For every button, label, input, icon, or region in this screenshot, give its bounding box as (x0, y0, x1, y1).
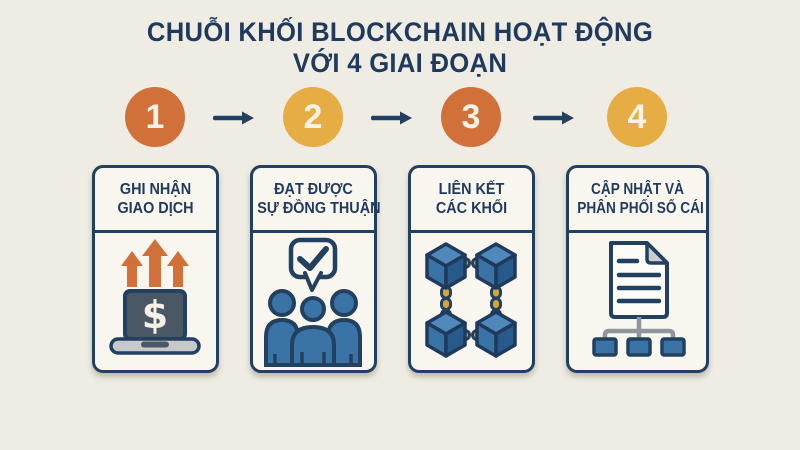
step-card-2: ĐẠT ĐƯỢC SỰ ĐỒNG THUẬN (249, 165, 381, 373)
cube-icon (425, 241, 467, 290)
card-4-title-line-1: CẬP NHẬT VÀ (590, 180, 684, 198)
card-3-icon-area (411, 233, 532, 370)
laptop-dollar-arrows-icon: $ (109, 238, 201, 355)
step-circle-4: 4 (607, 87, 667, 147)
up-arrows-icon (121, 238, 189, 287)
card-4-icon-area (569, 233, 706, 370)
document-icon (609, 240, 669, 319)
title-line-1: CHUỖI KHỐI BLOCKCHAIN HOẠT ĐỘNG (146, 17, 654, 47)
card-4-title-line-2: PHÂN PHỐI SỐ CÁI (576, 200, 704, 217)
distribution-tree-icon (592, 316, 686, 357)
dollar-sign: $ (142, 293, 168, 337)
steps-flow-row: 1 2 3 4 (92, 85, 709, 149)
ledger-distribution-icon (592, 240, 686, 357)
card-1-title-line-2: GIAO DỊCH (116, 200, 194, 217)
card-2-icon-area (253, 233, 374, 370)
step-circle-2: 2 (283, 87, 343, 147)
linked-blocks-icon (425, 241, 517, 358)
card-1-icon-area: $ (95, 233, 216, 370)
cube-icon (475, 309, 517, 358)
card-1-title-line-1: GHI NHẬN (119, 180, 191, 198)
people-icon (264, 288, 362, 367)
cube-icon (425, 309, 467, 358)
step-3-column: 3 (408, 85, 535, 149)
card-2-title: ĐẠT ĐƯỢC SỰ ĐỒNG THUẬN (252, 168, 381, 233)
flow-arrow-icon (370, 111, 412, 125)
card-1-title: GHI NHẬN GIAO DỊCH (94, 168, 216, 233)
card-3-title-line-1: LIÊN KẾT (438, 180, 504, 198)
flow-arrow-icon (532, 111, 574, 125)
step-card-4: CẬP NHẬT VÀ PHÂN PHỐI SỐ CÁI (565, 165, 709, 373)
step-1-column: 1 (92, 85, 219, 149)
card-3-title: LIÊN KẾT CÁC KHỐI (410, 168, 532, 233)
cube-icon (475, 241, 517, 290)
title-line-2: VỚI 4 GIAI ĐOẠN (292, 48, 508, 78)
step-card-1: GHI NHẬN GIAO DỊCH $ (91, 165, 219, 373)
step-card-3: LIÊN KẾT CÁC KHỐI (407, 165, 535, 373)
page-title: CHUỖI KHỐI BLOCKCHAIN HOẠT ĐỘNG VỚI 4 GI… (0, 0, 800, 79)
card-3-title-line-2: CÁC KHỐI (435, 200, 507, 217)
step-2-column: 2 (250, 85, 377, 149)
cards-row: GHI NHẬN GIAO DỊCH $ (91, 165, 709, 373)
speech-bubble-check-icon (288, 237, 338, 292)
card-2-title-line-2: SỰ ĐỒNG THUẬN (256, 200, 381, 217)
laptop-icon: $ (109, 288, 201, 355)
card-4-title: CẬP NHẬT VÀ PHÂN PHỐI SỐ CÁI (568, 168, 706, 233)
consensus-people-icon (264, 237, 362, 367)
flow-arrow-icon (212, 111, 254, 125)
step-circle-1: 1 (125, 87, 185, 147)
step-4-column: 4 (566, 85, 709, 149)
step-circle-3: 3 (441, 87, 501, 147)
card-2-title-line-1: ĐẠT ĐƯỢC (273, 180, 353, 198)
